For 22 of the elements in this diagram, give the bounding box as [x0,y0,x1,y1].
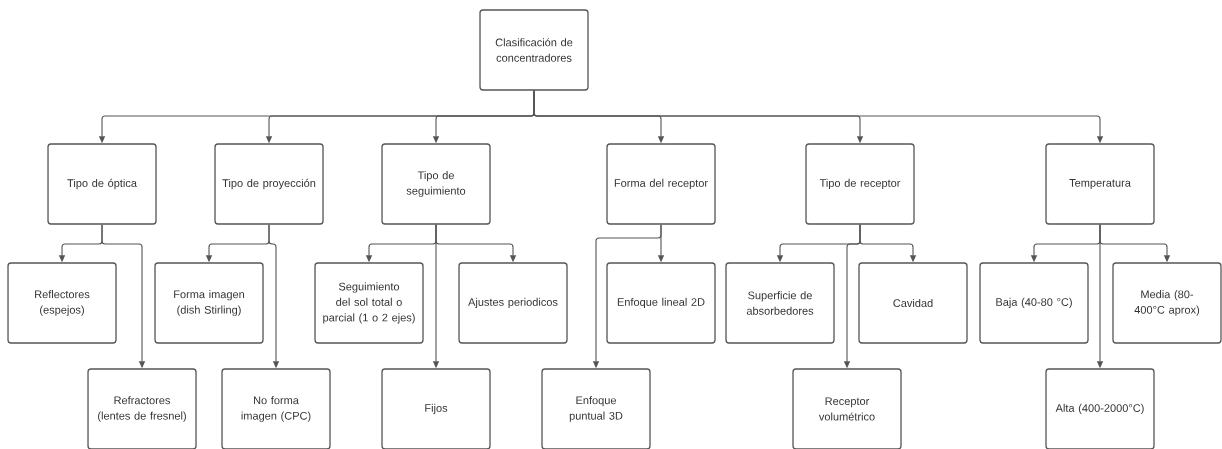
category-box: Temperatura [1045,143,1155,225]
category-box: Forma del receptor [606,143,716,225]
category-box: Baja (40-80 °C) [979,262,1089,344]
category-box: Tipo de seguimiento [381,143,491,225]
category-box: No forma imagen (CPC) [221,368,331,449]
category-box: Fijos [381,368,491,449]
category-box: Reflectores (espejos) [7,262,117,344]
category-box: Seguimiento del sol total o parcial (1 o 2 ejes) [314,262,424,344]
category-box: Tipo de proyección [214,143,324,225]
category-box: Forma imagen (dish Stirling) [154,262,264,344]
category-box: Clasificación de concentradores [479,9,589,91]
category-box: Tipo de óptica [47,143,157,225]
category-box: Cavidad [858,262,968,344]
category-box: Superficie de absorbedores [725,262,835,344]
category-box: Refractores (lentes de fresnel) [87,368,197,449]
category-box: Tipo de receptor [805,143,915,225]
category-box: Media (80-400°C aprox) [1112,262,1222,344]
category-box: Ajustes periodicos [458,262,568,344]
category-box: Enfoque puntual 3D [541,368,651,449]
category-box: Receptor volumétrico [792,368,902,449]
category-box: Enfoque lineal 2D [606,262,716,344]
category-box: Alta (400-2000°C) [1045,368,1155,449]
